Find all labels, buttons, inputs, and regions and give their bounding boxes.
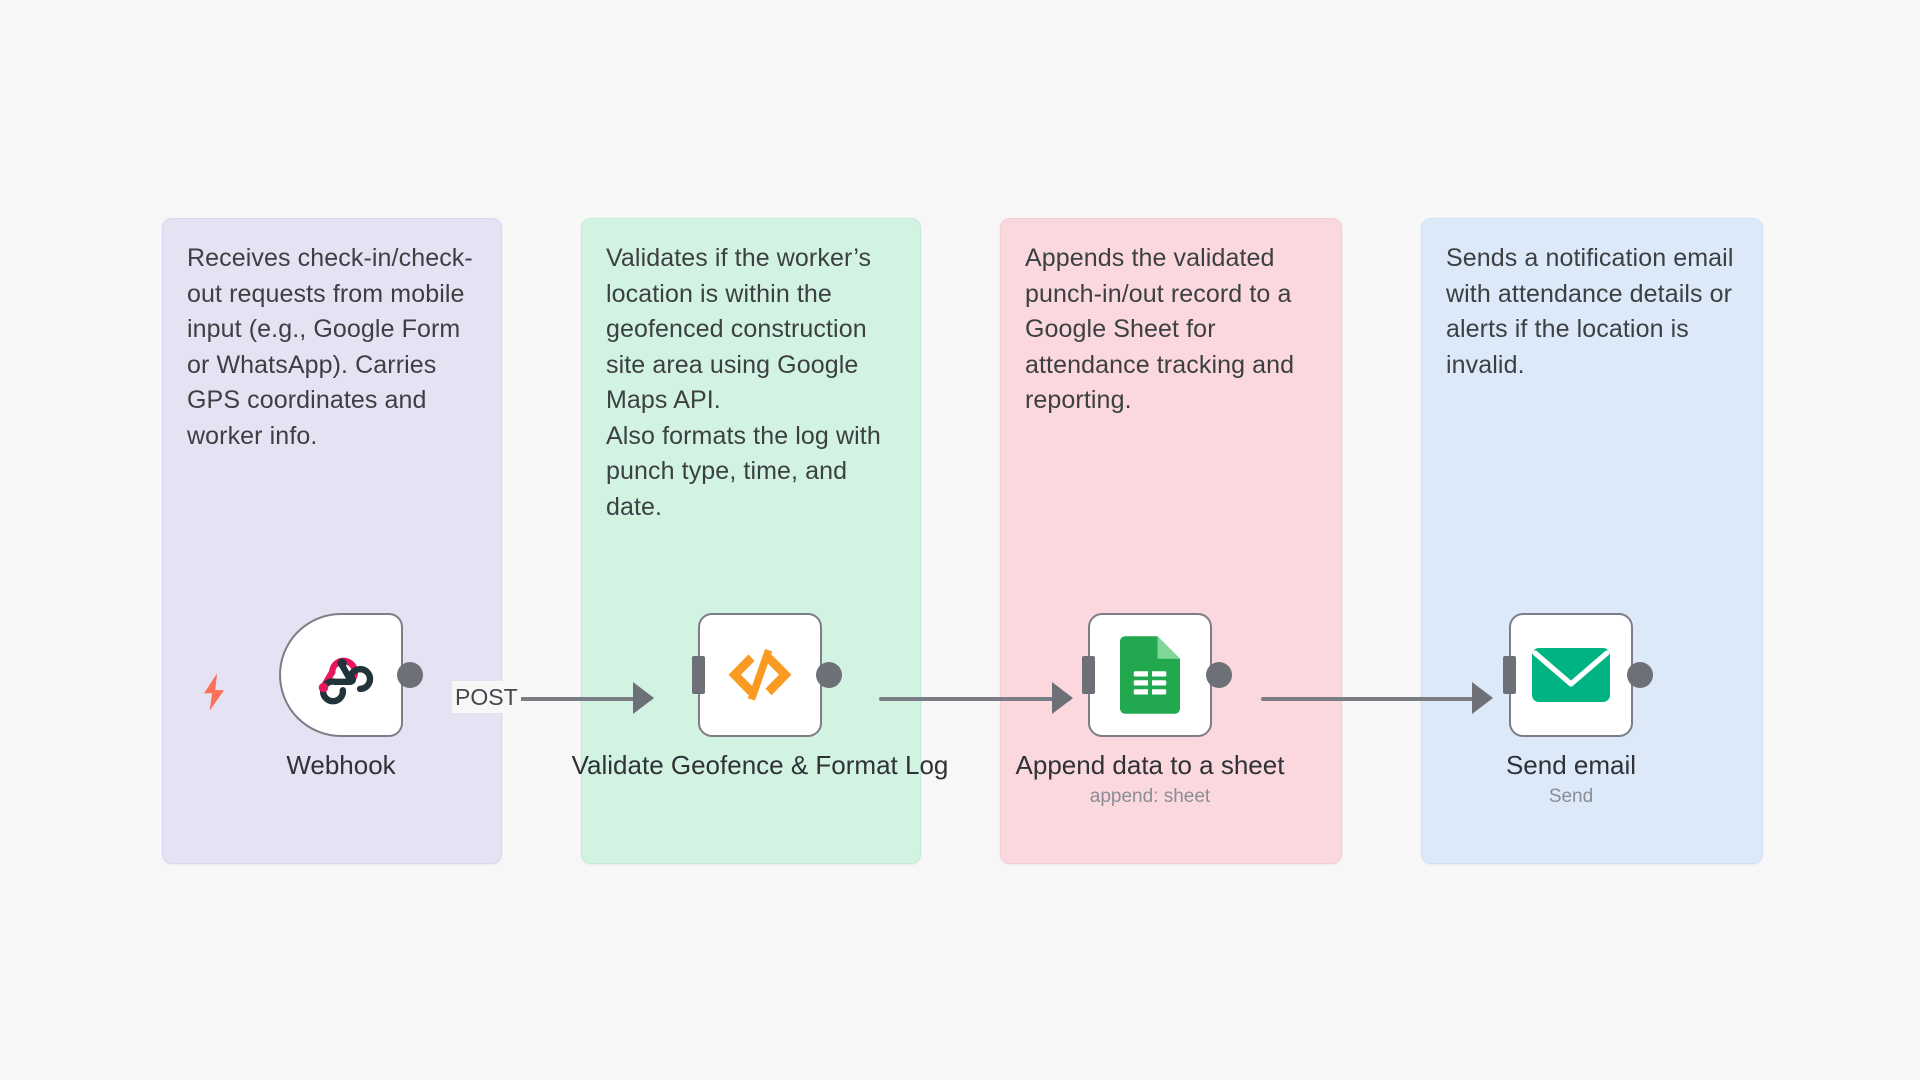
- connection-arrow-to-code: [633, 682, 654, 714]
- sticky-note-text: Validates if the worker’s location is wi…: [606, 244, 879, 414]
- google-sheets-icon: [1120, 636, 1180, 714]
- node-output-handle-webhook[interactable]: [397, 662, 423, 688]
- node-subtitle-email: Send: [1548, 786, 1594, 807]
- node-box-email[interactable]: [1509, 613, 1633, 737]
- envelope-icon: [1532, 648, 1610, 702]
- lightning-bolt-icon: [204, 673, 224, 711]
- code-icon: [728, 649, 792, 701]
- node-subtitle-sheets: append: sheet: [1089, 786, 1211, 807]
- node-label-webhook: Webhook: [286, 750, 396, 780]
- sticky-note-text: Appends the validated punch-in/out recor…: [1025, 244, 1302, 414]
- node-box-code[interactable]: [698, 613, 822, 737]
- sticky-note-webhook[interactable]: Receives check-in/check-out requests fro…: [162, 218, 502, 864]
- node-box-sheets[interactable]: [1088, 613, 1212, 737]
- node-label-code: Validate Geofence & Format Log: [571, 750, 949, 780]
- node-output-handle-code[interactable]: [816, 662, 842, 688]
- node-output-handle-email[interactable]: [1627, 662, 1653, 688]
- connection-line-sheets-to-email[interactable]: [1261, 697, 1473, 701]
- sticky-note-text-secondary: Also formats the log with punch type, ti…: [606, 421, 888, 521]
- connection-arrow-to-email: [1472, 682, 1493, 714]
- connection-label-post: POST: [452, 681, 521, 713]
- connection-arrow-to-sheets: [1052, 682, 1073, 714]
- node-output-handle-sheets[interactable]: [1206, 662, 1232, 688]
- connection-line-webhook-to-code[interactable]: [512, 697, 652, 701]
- node-box-webhook[interactable]: [279, 613, 403, 737]
- sticky-note-code[interactable]: Validates if the worker’s location is wi…: [581, 218, 921, 864]
- webhook-icon: [318, 657, 374, 705]
- connection-line-code-to-sheets[interactable]: [879, 697, 1071, 701]
- node-input-handle-code[interactable]: [692, 656, 705, 694]
- node-input-handle-sheets[interactable]: [1082, 656, 1095, 694]
- node-label-email: Send email: [1505, 750, 1637, 780]
- sticky-note-text: Receives check-in/check-out requests fro…: [187, 244, 473, 450]
- sticky-note-sheets[interactable]: Appends the validated punch-in/out recor…: [1000, 218, 1342, 864]
- sticky-note-email[interactable]: Sends a notification email with attendan…: [1421, 218, 1763, 864]
- sticky-note-text: Sends a notification email with attendan…: [1446, 244, 1741, 379]
- node-label-sheets: Append data to a sheet: [1015, 750, 1285, 780]
- node-input-handle-email[interactable]: [1503, 656, 1516, 694]
